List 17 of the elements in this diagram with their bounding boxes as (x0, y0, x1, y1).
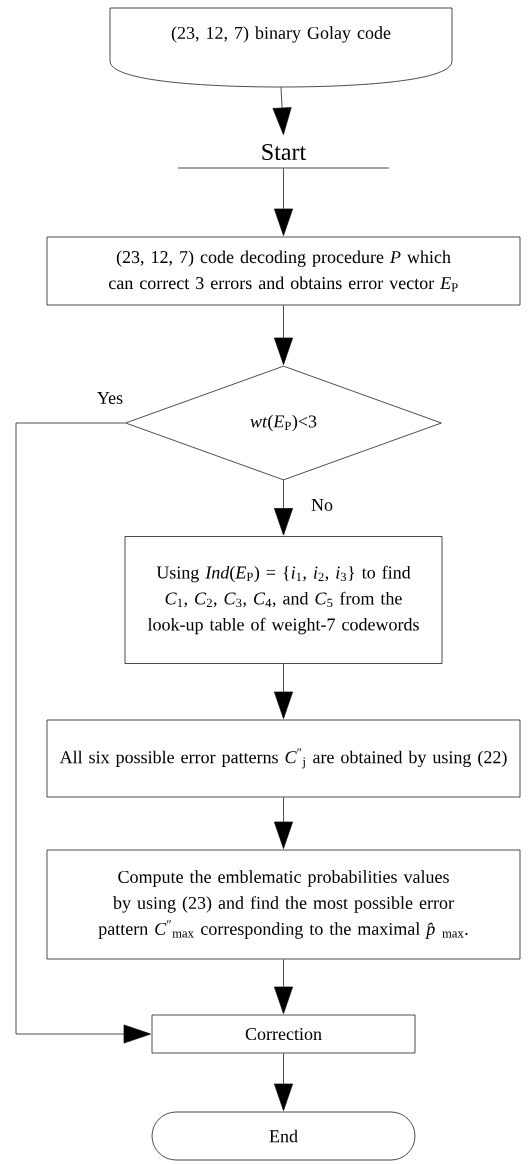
arrow (274, 480, 293, 536)
arrow (274, 797, 293, 849)
start-label: Start (177, 143, 390, 169)
process-box: (23, 12, 7) code decoding procedure P which can correct 3 errors and obtains error vector E$_{P}$ (46, 236, 521, 306)
edge-label: Yes (95, 391, 125, 405)
process-box: All six possible error patterns C$^{″}$$_{j}$ are obtained by using (22) (46, 719, 521, 798)
arrow (274, 663, 293, 719)
arrow (274, 168, 293, 236)
arrow (15, 422, 151, 1044)
process-box: Compute the emblematic probabilities values by using (23) and find the most possible error pattern C$^{″}$$_{max}$ corresponding to the maximal p̂$_{max}$. (46, 849, 521, 960)
arrow (274, 1053, 293, 1111)
arrow (274, 959, 293, 1014)
process-box: Using Ind(E$_{P}$) = {i$_{1}$, i$_{2}$, i$_{3}$} to find C$_{1}$, C$_{2}$, C$_{3}$, C$_{4}$, and C$_{5}$ from the look-up table of weight-7 codewords (124, 536, 443, 664)
process-box: Correction (151, 1014, 416, 1054)
edge-label: No (310, 498, 334, 512)
arrow (274, 305, 293, 365)
arrow (272, 87, 292, 135)
